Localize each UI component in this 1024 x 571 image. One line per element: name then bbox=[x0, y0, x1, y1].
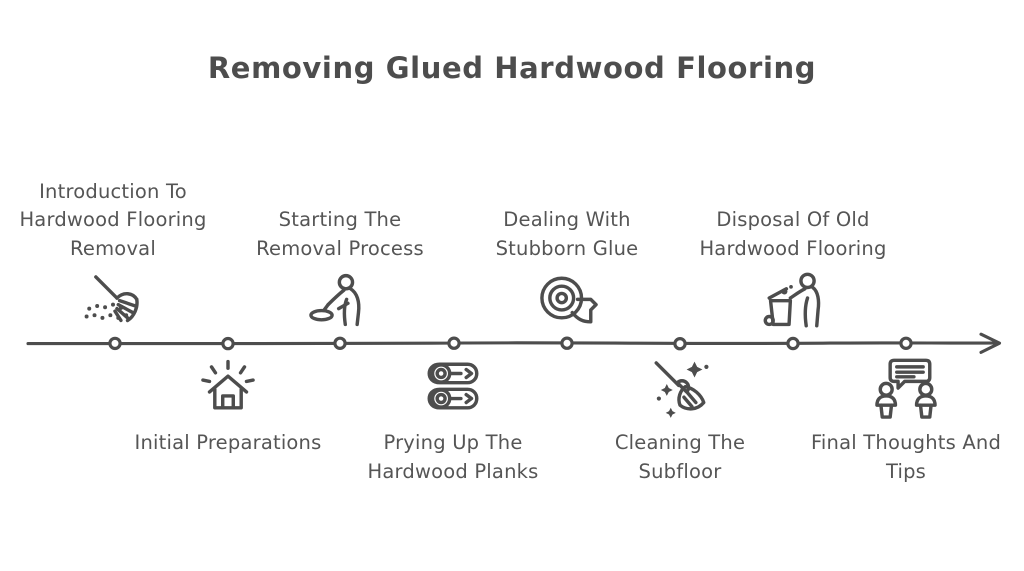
timeline-node-5[interactable] bbox=[560, 336, 574, 350]
broom-sweeping-dust-icon bbox=[84, 275, 139, 323]
milestone-4[interactable]: Prying Up The Hardwood Planks bbox=[348, 355, 558, 486]
timeline-node-6[interactable] bbox=[673, 337, 687, 351]
two-people-speech-bubble-icon bbox=[875, 358, 937, 419]
milestone-5-label: Dealing With Stubborn Glue bbox=[495, 208, 639, 260]
timeline-axis bbox=[26, 332, 1002, 354]
timeline-node-1[interactable] bbox=[108, 336, 122, 351]
milestone-7[interactable]: Disposal Of Old Hardwood Flooring bbox=[688, 206, 898, 335]
page-title: Removing Glued Hardwood Flooring bbox=[207, 51, 817, 85]
timeline-node-2[interactable] bbox=[221, 336, 235, 351]
stacked-wood-logs-icon bbox=[427, 362, 479, 410]
axis-arrow-icon bbox=[979, 332, 1002, 354]
milestone-1[interactable]: Introduction To Hardwood Flooring Remova… bbox=[8, 178, 218, 336]
milestone-2-label: Initial Preparations bbox=[134, 431, 322, 454]
milestone-6[interactable]: Cleaning The Subfloor bbox=[575, 355, 785, 486]
timeline-node-4[interactable] bbox=[447, 336, 461, 350]
milestone-6-label: Cleaning The Subfloor bbox=[614, 431, 746, 483]
milestone-1-label: Introduction To Hardwood Flooring Remova… bbox=[19, 179, 207, 260]
person-scraping-floor-icon bbox=[309, 273, 361, 327]
milestone-8-label: Final Thoughts And Tips bbox=[810, 431, 1002, 483]
milestone-5[interactable]: Dealing With Stubborn Glue bbox=[462, 206, 672, 335]
person-trash-bin-icon bbox=[763, 272, 821, 328]
milestone-4-label: Prying Up The Hardwood Planks bbox=[367, 431, 539, 483]
milestone-8[interactable]: Final Thoughts And Tips bbox=[801, 355, 1011, 486]
timeline-node-3[interactable] bbox=[333, 336, 347, 351]
milestone-3[interactable]: Starting The Removal Process bbox=[235, 206, 445, 335]
house-shine-icon bbox=[201, 359, 255, 410]
timeline-node-7[interactable] bbox=[786, 336, 800, 351]
adhesive-tape-roll-icon bbox=[540, 276, 598, 324]
timeline-node-8[interactable] bbox=[899, 336, 913, 351]
axis-line bbox=[26, 341, 999, 346]
milestone-3-label: Starting The Removal Process bbox=[256, 208, 424, 260]
milestone-7-label: Disposal Of Old Hardwood Flooring bbox=[699, 208, 887, 260]
broom-sparkles-icon bbox=[654, 361, 709, 418]
milestone-2[interactable]: Initial Preparations bbox=[123, 355, 333, 458]
